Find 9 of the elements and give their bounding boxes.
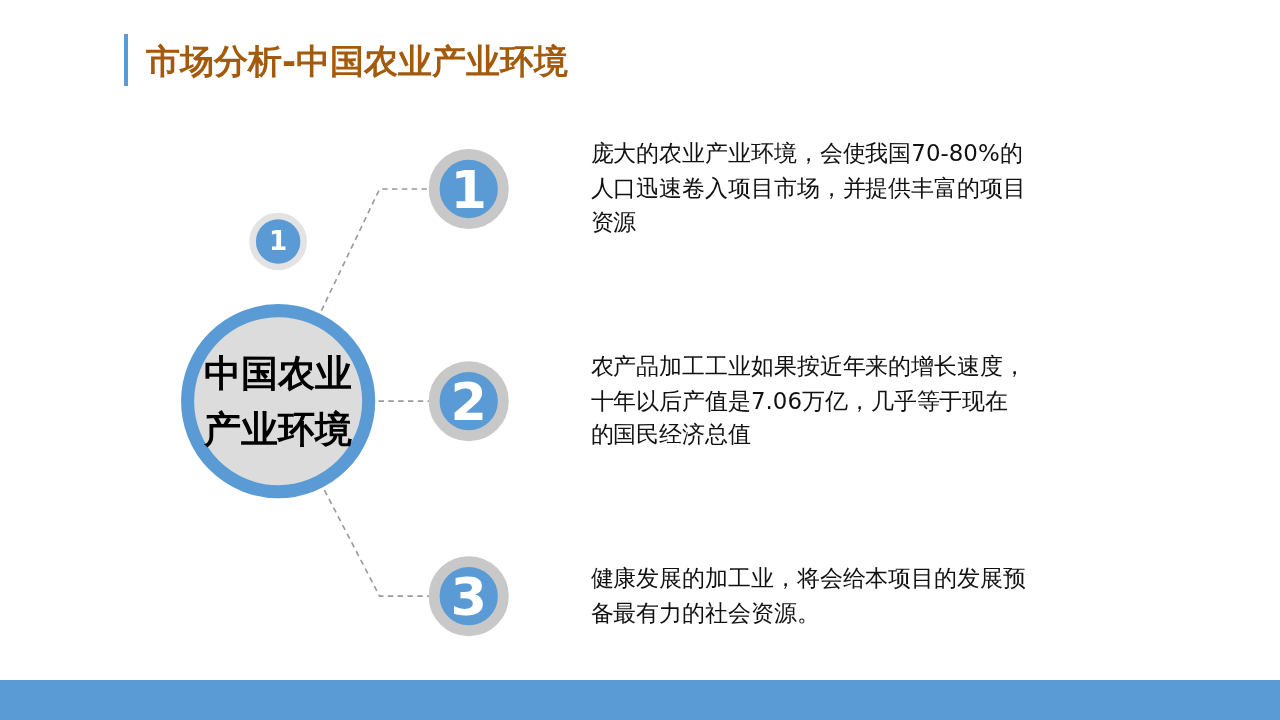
node-circle: 2: [428, 361, 509, 442]
node-label: 健康发展的加工业，将会给本项目的发展预备最有力的社会资源。: [590, 565, 1026, 626]
title: 市场分析-中国农业产业环境: [146, 40, 569, 83]
node-label: 庞大的农业产业环境，会使我国70-80%的人口迅速卷入项目市场，并提供丰富的项目资源: [590, 140, 1026, 236]
node-circle: 中国农业产业环境: [181, 304, 376, 499]
node-circle: 3: [428, 556, 509, 637]
node-label: 农产品加工工业如果按近年来的增长速度，十年以后产值是7.06万亿，几乎等于现在的国民经济总值: [590, 352, 1026, 448]
node-circle: 1: [428, 148, 509, 230]
node-circle: 1: [249, 212, 307, 271]
